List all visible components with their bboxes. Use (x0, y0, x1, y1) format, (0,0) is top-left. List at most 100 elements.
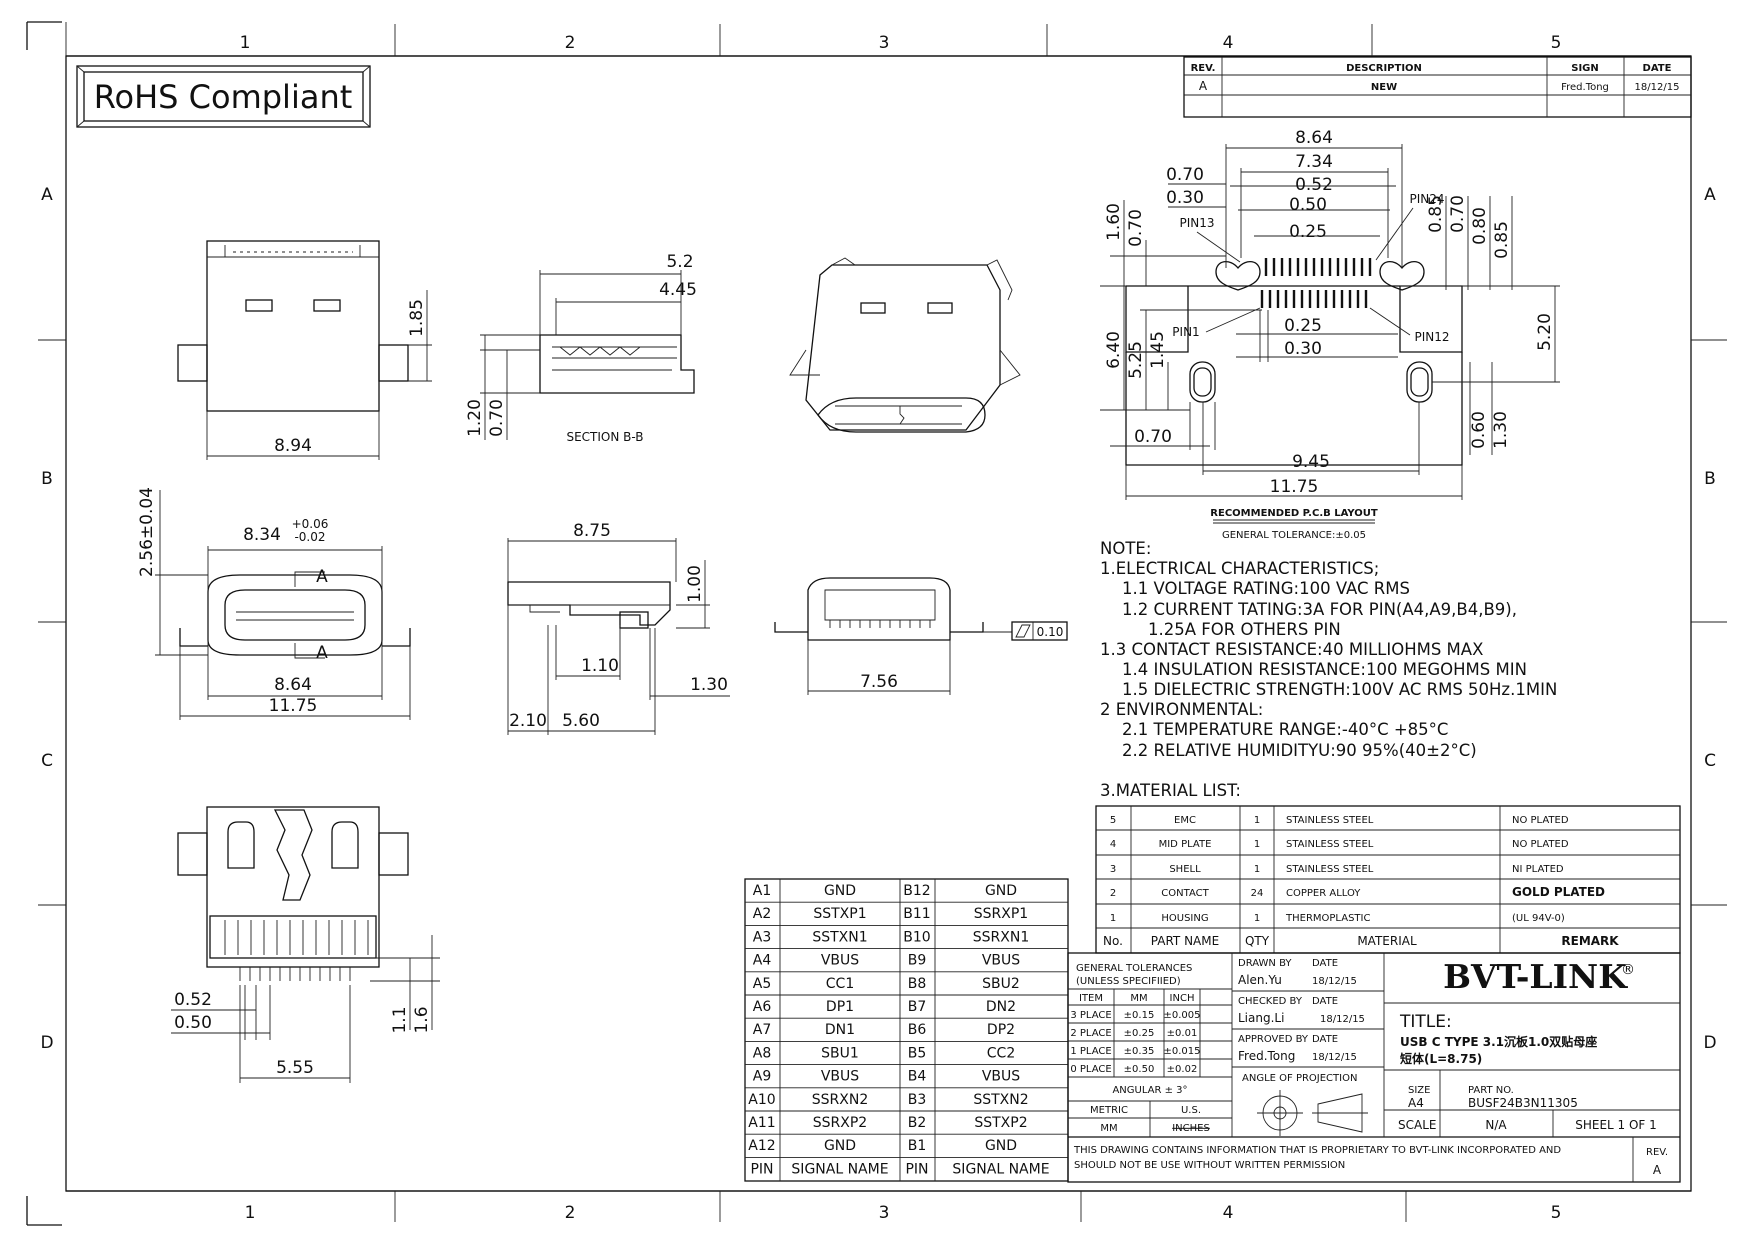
dim: 4.45 (659, 280, 697, 300)
pcb-layout-title: RECOMMENDED P.C.B LAYOUT (1210, 508, 1378, 519)
material-cell: 2 (1110, 888, 1116, 899)
dim: 0.70 (1126, 209, 1146, 247)
pin-label: PIN13 (1179, 216, 1214, 230)
material-cell: 1 (1254, 815, 1260, 826)
pin-table-cell: B1 (908, 1138, 927, 1154)
dim: 1.1 (390, 1006, 410, 1033)
pcb-tolerance: GENERAL TOLERANCE:±0.05 (1222, 530, 1366, 541)
pin-table-cell: B11 (903, 906, 930, 922)
pin-table-header: SIGNAL NAME (952, 1161, 1049, 1177)
pin-table-cell: DP1 (826, 999, 854, 1015)
projection-icon (1257, 1090, 1368, 1136)
note-line: NOTE: (1100, 539, 1151, 558)
material-cell: STAINLESS STEEL (1286, 839, 1374, 850)
row-label: D (1703, 1033, 1716, 1053)
pin-table-cell: DP2 (987, 1022, 1015, 1038)
pin-table-cell: A10 (748, 1092, 775, 1108)
pcb-layout: 8.64 7.34 0.52 0.50 0.25 0.70 0.30 PIN13… (1100, 128, 1560, 541)
svg-text:18/12/15: 18/12/15 (1312, 1052, 1357, 1063)
pin-table-cell: VBUS (982, 953, 1020, 969)
pin-table-cell: VBUS (821, 1069, 859, 1085)
pin-table-cell: VBUS (982, 1069, 1020, 1085)
svg-text:(UNLESS SPECIFIIED): (UNLESS SPECIFIIED) (1076, 976, 1181, 987)
svg-text:DATE: DATE (1312, 996, 1338, 1007)
proprietary-notice: THIS DRAWING CONTAINS INFORMATION THAT I… (1073, 1145, 1561, 1156)
svg-text:A: A (1199, 79, 1208, 93)
svg-text:MM: MM (1130, 993, 1147, 1004)
material-cell: 1 (1254, 864, 1260, 875)
tol-upper: +0.06 (292, 517, 329, 531)
sheet-frame (26, 21, 1727, 1226)
material-cell: NI PLATED (1512, 864, 1564, 875)
pin-table-cell: A1 (753, 883, 771, 899)
tol-lower: -0.02 (294, 530, 325, 544)
material-cell: EMC (1174, 815, 1196, 826)
tolerance-cell: 3 PLACE (1070, 1010, 1111, 1021)
dim: 5.55 (276, 1058, 314, 1078)
note-line: 2.2 RELATIVE HUMIDITYU:90 95%(40±2°C) (1122, 741, 1477, 760)
pin-table-cell: B5 (908, 1045, 927, 1061)
col-label: 2 (565, 1203, 576, 1223)
pin-table-cell: SBU2 (982, 976, 1020, 992)
pin-table-cell: VBUS (821, 953, 859, 969)
svg-text:ANGULAR ± 3°: ANGULAR ± 3° (1112, 1085, 1187, 1096)
pin-table-cell: B9 (908, 953, 927, 969)
dim: 7.56 (860, 672, 898, 692)
dim: 0.25 (1289, 222, 1327, 242)
dim: 1.10 (581, 656, 619, 676)
dim: 2.56±0.04 (137, 487, 157, 577)
svg-text:ANGLE OF PROJECTION: ANGLE OF PROJECTION (1242, 1073, 1357, 1084)
section-view: 5.2 4.45 1.20 0.70 SECTION B-B (465, 252, 697, 444)
svg-text:SHEEL 1 OF 1: SHEEL 1 OF 1 (1575, 1118, 1657, 1132)
row-label: D (40, 1033, 53, 1053)
svg-text:TITLE:: TITLE: (1399, 1012, 1452, 1032)
svg-text:MM: MM (1100, 1123, 1117, 1134)
col-label: 3 (879, 33, 890, 53)
column-labels-bottom: 1 2 3 4 5 (245, 1203, 1562, 1223)
note-line: 3.MATERIAL LIST: (1100, 781, 1241, 800)
svg-text:SIZE: SIZE (1408, 1085, 1430, 1096)
svg-text:SIGN: SIGN (1571, 63, 1599, 74)
drawing-title: USB C TYPE 3.1沉板1.0双贴母座 (1400, 1034, 1597, 1049)
pin-table-cell: SSRXN2 (812, 1092, 868, 1108)
material-cell: GOLD PLATED (1512, 885, 1605, 899)
pin-table-cell: A5 (753, 976, 771, 992)
svg-text:REV.: REV. (1646, 1147, 1668, 1158)
material-cell: QTY (1245, 934, 1270, 948)
svg-text:APPROVED BY: APPROVED BY (1238, 1034, 1309, 1045)
material-cell: 1 (1254, 913, 1260, 924)
dim: 8.94 (274, 436, 312, 456)
material-cell: REMARK (1561, 934, 1619, 948)
svg-text:A: A (1653, 1163, 1662, 1177)
pin-table-cell: CC1 (826, 976, 854, 992)
pin-table-cell: SSRXN1 (973, 929, 1029, 945)
dim: 11.75 (1270, 477, 1319, 497)
pin-table-cell: SBU1 (821, 1045, 859, 1061)
dim: 0.60 (1469, 411, 1489, 449)
dim: 5.60 (562, 711, 600, 731)
pin-table-cell: A3 (753, 929, 771, 945)
dim: 0.70 (1134, 427, 1172, 447)
rohs-text: RoHS Compliant (94, 78, 353, 116)
note-line: 2 ENVIRONMENTAL: (1100, 700, 1263, 719)
pin-table-cell: B8 (908, 976, 927, 992)
pin-label: PIN24 (1409, 192, 1444, 206)
dim: 0.70 (1166, 165, 1204, 185)
pin-table-cell: A9 (753, 1069, 771, 1085)
dim: 7.34 (1295, 152, 1333, 172)
pin-table-cell: B6 (908, 1022, 927, 1038)
material-cell: HOUSING (1161, 913, 1208, 924)
dim: 5.25 (1126, 341, 1146, 379)
revision-block: REV. DESCRIPTION SIGN DATE A NEW Fred.To… (1183, 56, 1692, 118)
pin-label: PIN1 (1172, 325, 1199, 339)
pin-table-header: PIN (750, 1161, 773, 1177)
material-cell: THERMOPLASTIC (1285, 913, 1370, 924)
tolerance-cell: 2 PLACE (1070, 1028, 1111, 1039)
material-list-table (1095, 805, 1681, 954)
svg-text:METRIC: METRIC (1090, 1105, 1128, 1116)
dim: 1.6 (412, 1006, 432, 1033)
row-label: C (1704, 751, 1716, 771)
